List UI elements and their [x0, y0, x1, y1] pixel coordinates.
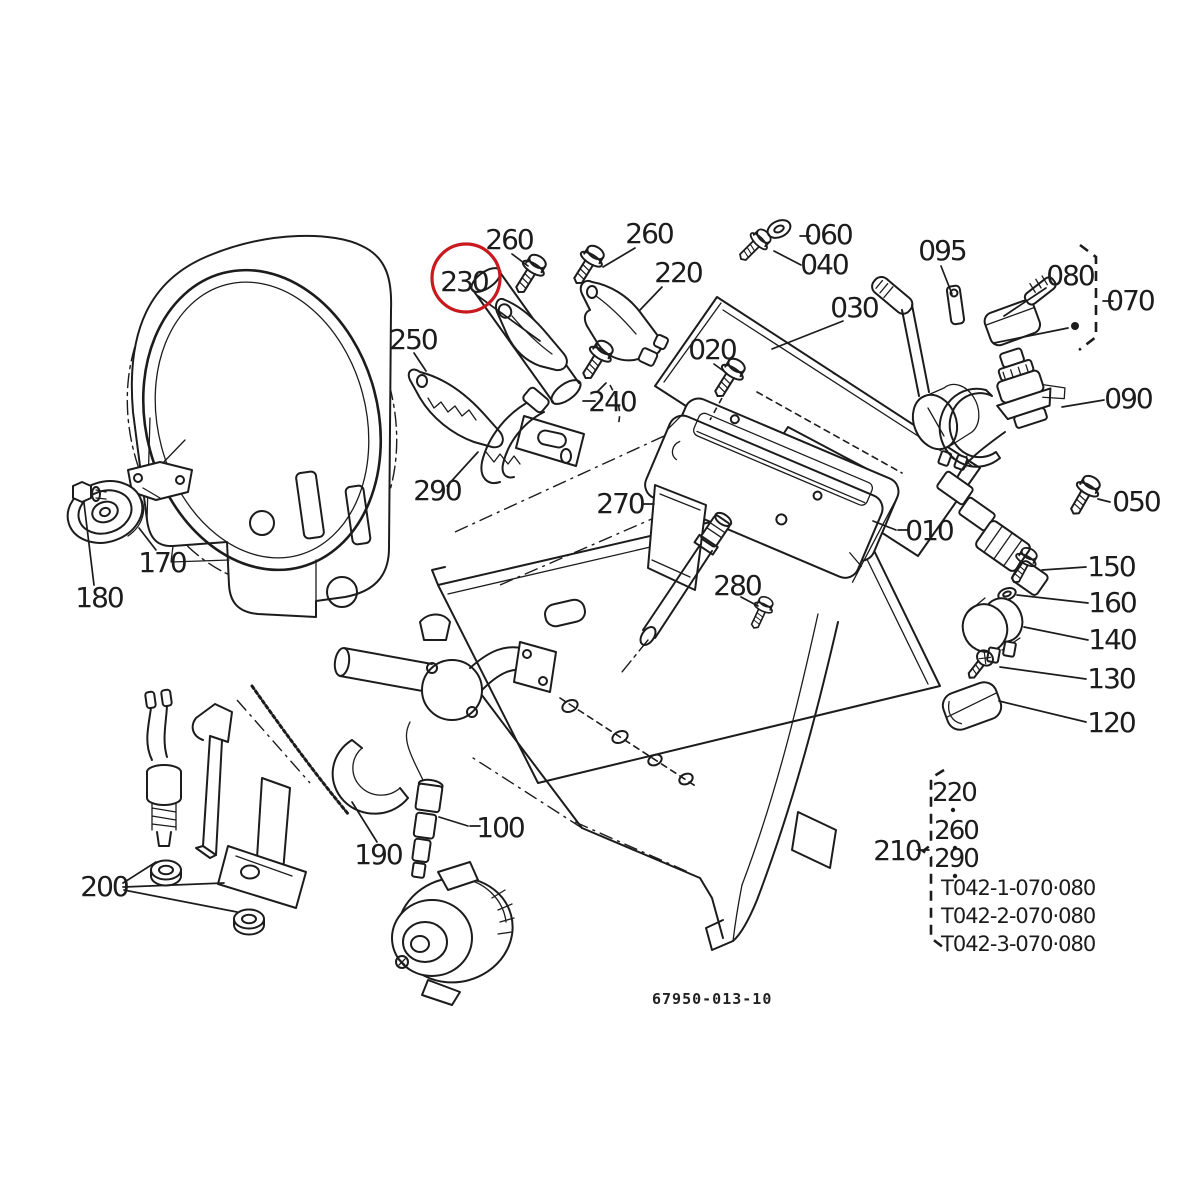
callout-270: 270 [596, 487, 644, 520]
lower-cover-panel-drawing [477, 613, 839, 951]
callout-180: 180 [75, 581, 123, 614]
hook-bracket-290-drawing [480, 386, 585, 484]
sensor-090-drawing [936, 347, 1066, 596]
clip-060-drawing [766, 219, 792, 239]
callout-060: 060 [804, 218, 852, 251]
bolt-260a-drawing [507, 249, 552, 300]
callout-labels: 230 260 260 220 250 240 290 020 060 040 … [75, 217, 1162, 903]
sender-200-assembly-drawing [144, 688, 307, 936]
callout-030: 030 [830, 291, 878, 324]
bracket-plate-270-drawing [647, 484, 707, 591]
ref-model-1: T042-1-070·080 [940, 876, 1095, 900]
callout-010: 010 [905, 514, 953, 547]
bolt-020-drawing [706, 353, 751, 421]
callout-190: 190 [354, 838, 402, 871]
sensor-100-drawing [405, 721, 449, 905]
callout-260a: 260 [485, 223, 533, 256]
callout-080: 080 [1046, 259, 1094, 292]
callout-230: 230 [440, 265, 488, 298]
callout-020: 020 [688, 333, 736, 366]
callout-070: 070 [1106, 284, 1154, 317]
ref-item-260: 260 [934, 816, 978, 846]
highlight-circle-230 [430, 242, 502, 314]
callout-090: 090 [1104, 382, 1152, 415]
callout-210: 210 [873, 834, 921, 867]
callout-040: 040 [800, 248, 848, 281]
callout-095: 095 [918, 234, 966, 267]
callout-130: 130 [1087, 662, 1135, 695]
knob-120-drawing [941, 681, 1003, 731]
switch-bracket-drawing [938, 387, 1001, 468]
callout-240: 240 [588, 385, 636, 418]
ref-item-220: 220 [932, 778, 976, 808]
ref-model-2: T042-2-070·080 [940, 904, 1095, 928]
bolt-040-drawing [732, 224, 776, 268]
thermostat-housing-drawing [333, 613, 557, 721]
ref-070-bracket [993, 243, 1098, 352]
callout-170: 170 [138, 546, 186, 579]
ref-model-3: T042-3-070·080 [940, 932, 1095, 956]
bolt-180-drawing [72, 481, 107, 503]
callout-260b: 260 [625, 217, 673, 250]
alternator-drawing [391, 861, 515, 1006]
callout-140: 140 [1088, 623, 1136, 656]
leader-lines [83, 235, 1114, 913]
callout-200: 200 [80, 870, 128, 903]
callout-150: 150 [1087, 550, 1135, 583]
fan-shroud-drawing [126, 234, 398, 618]
hose-190-drawing [250, 684, 409, 817]
callout-120: 120 [1087, 706, 1135, 739]
key-095-drawing [945, 284, 966, 326]
bracket-250-drawing [407, 368, 504, 449]
bolt-050-drawing [1062, 470, 1106, 521]
bolt-240-drawing [574, 335, 621, 426]
callout-050: 050 [1112, 485, 1160, 518]
callout-160: 160 [1088, 586, 1136, 619]
drawing-number: 67950-013-10 [652, 990, 772, 1008]
speedometer-cable-280-drawing [621, 511, 778, 673]
instrument-cluster-010-drawing [644, 397, 900, 583]
callout-100: 100 [476, 811, 524, 844]
callout-280: 280 [713, 569, 761, 602]
ref-group-210: 210 220 260 290 T042-1-070·080 T042-2-07… [873, 768, 1096, 956]
switch-140-drawing [961, 597, 1024, 664]
callout-220: 220 [654, 256, 702, 289]
ref-item-290: 290 [934, 844, 978, 874]
callout-290: 290 [413, 474, 461, 507]
callout-250: 250 [389, 323, 437, 356]
